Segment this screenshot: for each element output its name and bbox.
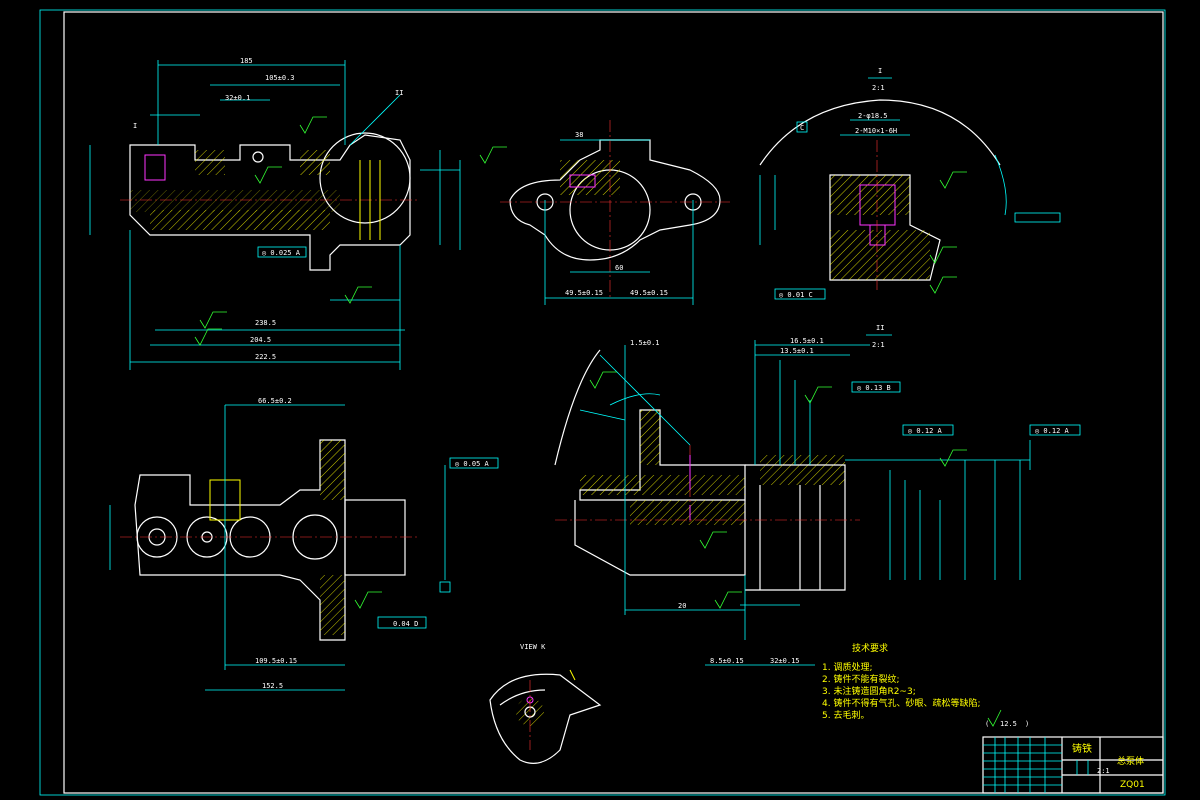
- detail-1-scale: 2:1: [872, 84, 885, 92]
- side-view: 49.5±0.15 49.5±0.15 60 38: [479, 120, 730, 305]
- title-block: 铸铁 总泵体 2:1 ZQ01: [982, 736, 1164, 794]
- svg-text:1.5±0.1: 1.5±0.1: [630, 339, 660, 347]
- svg-text:60: 60: [615, 264, 623, 272]
- tech-req-item: 3. 未注铸造圆角R2~3;: [822, 685, 916, 697]
- svg-text:32±0.1: 32±0.1: [225, 94, 250, 102]
- tolerance-frame-3: 0.04 D: [393, 620, 418, 628]
- svg-text:16.5±0.1: 16.5±0.1: [790, 337, 824, 345]
- tolerance-frame-5: ◎ 0.12 A: [908, 427, 943, 435]
- svg-text:66.5±0.2: 66.5±0.2: [258, 397, 292, 405]
- tech-req-item: 4. 铸件不得有气孔、砂眼、疏松等缺陷;: [822, 697, 980, 709]
- svg-text:13.5±0.1: 13.5±0.1: [780, 347, 814, 355]
- drawing-border: [39, 9, 1166, 796]
- svg-text:2-M10×1-6H: 2-M10×1-6H: [855, 127, 897, 135]
- svg-text:204.5: 204.5: [250, 336, 271, 344]
- svg-text:8.5±0.15: 8.5±0.15: [710, 657, 744, 665]
- roughness-note: 12.5 ( ): [985, 709, 1029, 728]
- detail-2-scale: 2:1: [872, 341, 885, 349]
- svg-text:(: (: [985, 720, 989, 728]
- tech-req-item: 2. 铸件不能有裂纹;: [822, 673, 899, 685]
- svg-text:185: 185: [240, 57, 253, 65]
- roughness-value: 12.5: [1000, 720, 1017, 728]
- svg-text:49.5±0.15: 49.5±0.15: [630, 289, 668, 297]
- detail-II-view: II 2:1: [554, 324, 1081, 666]
- svg-text:II: II: [395, 89, 403, 97]
- tech-requirements: 技术要求 1. 调质处理; 2. 铸件不能有裂纹; 3. 未注铸造圆角R2~3;…: [822, 642, 980, 721]
- svg-text:20: 20: [678, 602, 686, 610]
- svg-text:238.5: 238.5: [255, 319, 276, 327]
- main-section-view: II I ◎ 0.025 A 185 105±0.3 32±0.1 238.5 …: [89, 57, 461, 370]
- detail-1-label: I: [878, 67, 882, 75]
- view-k-label: VIEW K: [520, 643, 546, 651]
- svg-text:222.5: 222.5: [255, 353, 276, 361]
- material-label: 铸铁: [1072, 742, 1092, 755]
- svg-text:I: I: [133, 122, 137, 130]
- tech-req-heading: 技术要求: [852, 642, 888, 654]
- svg-text:): ): [1025, 720, 1029, 728]
- tolerance-frame-1: ◎ 0.01 C: [779, 291, 813, 299]
- tolerance-frame-2: ◎ 0.05 A: [455, 460, 490, 468]
- tech-req-item: 5. 去毛刺。: [822, 709, 869, 721]
- tolerance-frame-0: ◎ 0.025 A: [262, 249, 301, 257]
- detail-I-view: I 2:1 C ◎ 0.01 C 2-φ18.5 2-M10×1-6H: [759, 67, 1061, 300]
- detail-2-label: II: [876, 324, 884, 332]
- drawing-name: 总泵体: [1117, 755, 1144, 767]
- svg-text:38: 38: [575, 131, 583, 139]
- tolerance-frame-6: ◎ 0.12 A: [1035, 427, 1070, 435]
- svg-text:32±0.15: 32±0.15: [770, 657, 800, 665]
- svg-text:109.5±0.15: 109.5±0.15: [255, 657, 297, 665]
- svg-text:152.5: 152.5: [262, 682, 283, 690]
- svg-text:105±0.3: 105±0.3: [265, 74, 295, 82]
- tolerance-frame-4: ◎ 0.13 B: [857, 384, 891, 392]
- plan-view: ◎ 0.05 A 0.04 D 66.5±0.2 109.5±0.15 152.…: [109, 397, 499, 691]
- view-k: VIEW K: [489, 643, 602, 764]
- svg-text:C: C: [800, 124, 804, 132]
- svg-text:2-φ18.5: 2-φ18.5: [858, 112, 888, 120]
- scale-value: 2:1: [1097, 767, 1110, 775]
- tech-req-item: 1. 调质处理;: [822, 661, 872, 673]
- svg-text:49.5±0.15: 49.5±0.15: [565, 289, 603, 297]
- drawing-code: ZQ01: [1120, 780, 1145, 790]
